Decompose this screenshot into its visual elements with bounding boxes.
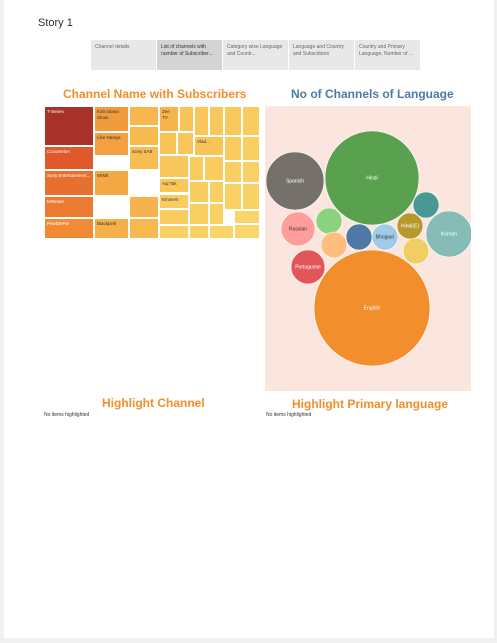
treemap-cell[interactable] bbox=[129, 196, 159, 218]
treemap-cell[interactable] bbox=[159, 225, 189, 239]
story-navigator: Channel details List of channels with nu… bbox=[91, 40, 421, 70]
treemap-cell[interactable] bbox=[209, 106, 224, 136]
highlight-language-note: No items highlighted bbox=[266, 412, 312, 418]
treemap-cell[interactable]: Like Nastya bbox=[94, 132, 129, 156]
highlight-language-title: Highlight Primary language bbox=[292, 397, 449, 411]
language-bubble[interactable] bbox=[324, 130, 420, 226]
language-bubble[interactable] bbox=[313, 249, 431, 367]
treemap-cell[interactable]: T-Series bbox=[44, 106, 94, 146]
treemap-cell[interactable] bbox=[159, 155, 189, 178]
bubble-label: Hindi(E) bbox=[401, 224, 419, 230]
treemap-cell[interactable]: Eminem bbox=[159, 194, 189, 209]
highlight-channel-note: No items highlighted bbox=[44, 412, 90, 418]
treemap-cell[interactable] bbox=[224, 136, 242, 161]
treemap-cell[interactable] bbox=[189, 156, 204, 181]
story-point-1[interactable]: Channel details bbox=[91, 40, 157, 70]
treemap-cell[interactable] bbox=[194, 106, 209, 136]
language-bubble[interactable] bbox=[315, 207, 343, 235]
language-bubble[interactable] bbox=[345, 223, 373, 251]
treemap-cell[interactable]: Aaj Tak bbox=[159, 178, 189, 193]
treemap-cell[interactable]: PewDiePie bbox=[44, 218, 94, 239]
treemap-cell[interactable]: Vlad... bbox=[194, 136, 224, 156]
bubble-label: Korean bbox=[441, 232, 457, 238]
treemap-cell[interactable]: Sony SAB bbox=[129, 146, 159, 170]
treemap-cell[interactable]: Kids Diana Show bbox=[94, 106, 129, 132]
bubble-label: Portuguese bbox=[295, 265, 321, 271]
treemap-cell[interactable] bbox=[242, 183, 260, 210]
treemap-cell[interactable] bbox=[159, 209, 189, 225]
treemap-cell[interactable] bbox=[129, 126, 159, 146]
language-bubble[interactable] bbox=[265, 151, 325, 211]
treemap-cell[interactable]: Sony Entertainment... bbox=[44, 170, 94, 196]
treemap-cell[interactable] bbox=[209, 225, 234, 239]
treemap-cell[interactable]: Zee TV bbox=[159, 106, 179, 132]
treemap-cell[interactable]: Cocomelon bbox=[44, 146, 94, 170]
language-bubble[interactable] bbox=[280, 211, 316, 247]
language-bubble[interactable] bbox=[425, 210, 471, 258]
story-point-4[interactable]: Language and Country and Subscribers bbox=[289, 40, 355, 70]
bubble-label: English bbox=[364, 306, 381, 312]
treemap-cell[interactable] bbox=[189, 181, 209, 203]
treemap-cell[interactable] bbox=[242, 106, 260, 136]
treemap-cell[interactable] bbox=[209, 203, 224, 225]
bubble-chart-title: No of Channels of Language bbox=[291, 87, 454, 101]
treemap-cell[interactable] bbox=[189, 225, 209, 239]
treemap-cell[interactable] bbox=[224, 106, 242, 136]
story-canvas: Story 1 Channel details List of channels… bbox=[4, 0, 497, 638]
language-bubble[interactable] bbox=[396, 212, 424, 240]
story-point-3[interactable]: Category wise Language and Countr... bbox=[223, 40, 289, 70]
treemap-cell[interactable] bbox=[242, 136, 260, 161]
story-point-2[interactable]: List of channels with number of Subscrib… bbox=[157, 40, 223, 70]
treemap-cell[interactable] bbox=[159, 132, 177, 155]
story-title: Story 1 bbox=[38, 17, 73, 29]
language-bubble[interactable] bbox=[402, 237, 430, 265]
treemap-cell[interactable] bbox=[179, 106, 194, 132]
treemap-cell[interactable]: Blackpink bbox=[94, 218, 129, 239]
treemap-cell[interactable]: WWE bbox=[94, 170, 129, 196]
treemap-cell[interactable] bbox=[204, 156, 224, 181]
bubble-label: Bhojpuri bbox=[376, 235, 394, 241]
treemap-cell[interactable] bbox=[224, 161, 242, 183]
treemap-cell[interactable] bbox=[242, 161, 260, 183]
treemap-cell[interactable]: MrBeast bbox=[44, 196, 94, 218]
bubble-label: Spanish bbox=[286, 179, 304, 185]
treemap-title: Channel Name with Subscribers bbox=[63, 87, 247, 101]
treemap-cell[interactable] bbox=[129, 218, 159, 239]
language-bubble[interactable] bbox=[320, 231, 348, 259]
language-bubble[interactable] bbox=[290, 249, 326, 285]
story-point-5[interactable]: Country and Primary Language, Number of … bbox=[355, 40, 421, 70]
treemap-cell[interactable] bbox=[129, 106, 159, 126]
highlight-channel-title: Highlight Channel bbox=[102, 396, 205, 410]
bubble-label: Russian bbox=[289, 227, 307, 233]
treemap-cell[interactable] bbox=[209, 181, 224, 203]
treemap-cell[interactable] bbox=[189, 203, 209, 225]
treemap-cell[interactable] bbox=[177, 132, 194, 155]
treemap-cell[interactable] bbox=[234, 224, 260, 239]
bubble-label: Hindi bbox=[366, 176, 377, 182]
treemap-cell[interactable] bbox=[234, 210, 260, 224]
language-bubble[interactable] bbox=[412, 191, 440, 219]
treemap-cell[interactable] bbox=[224, 183, 242, 210]
right-gutter bbox=[494, 0, 497, 643]
